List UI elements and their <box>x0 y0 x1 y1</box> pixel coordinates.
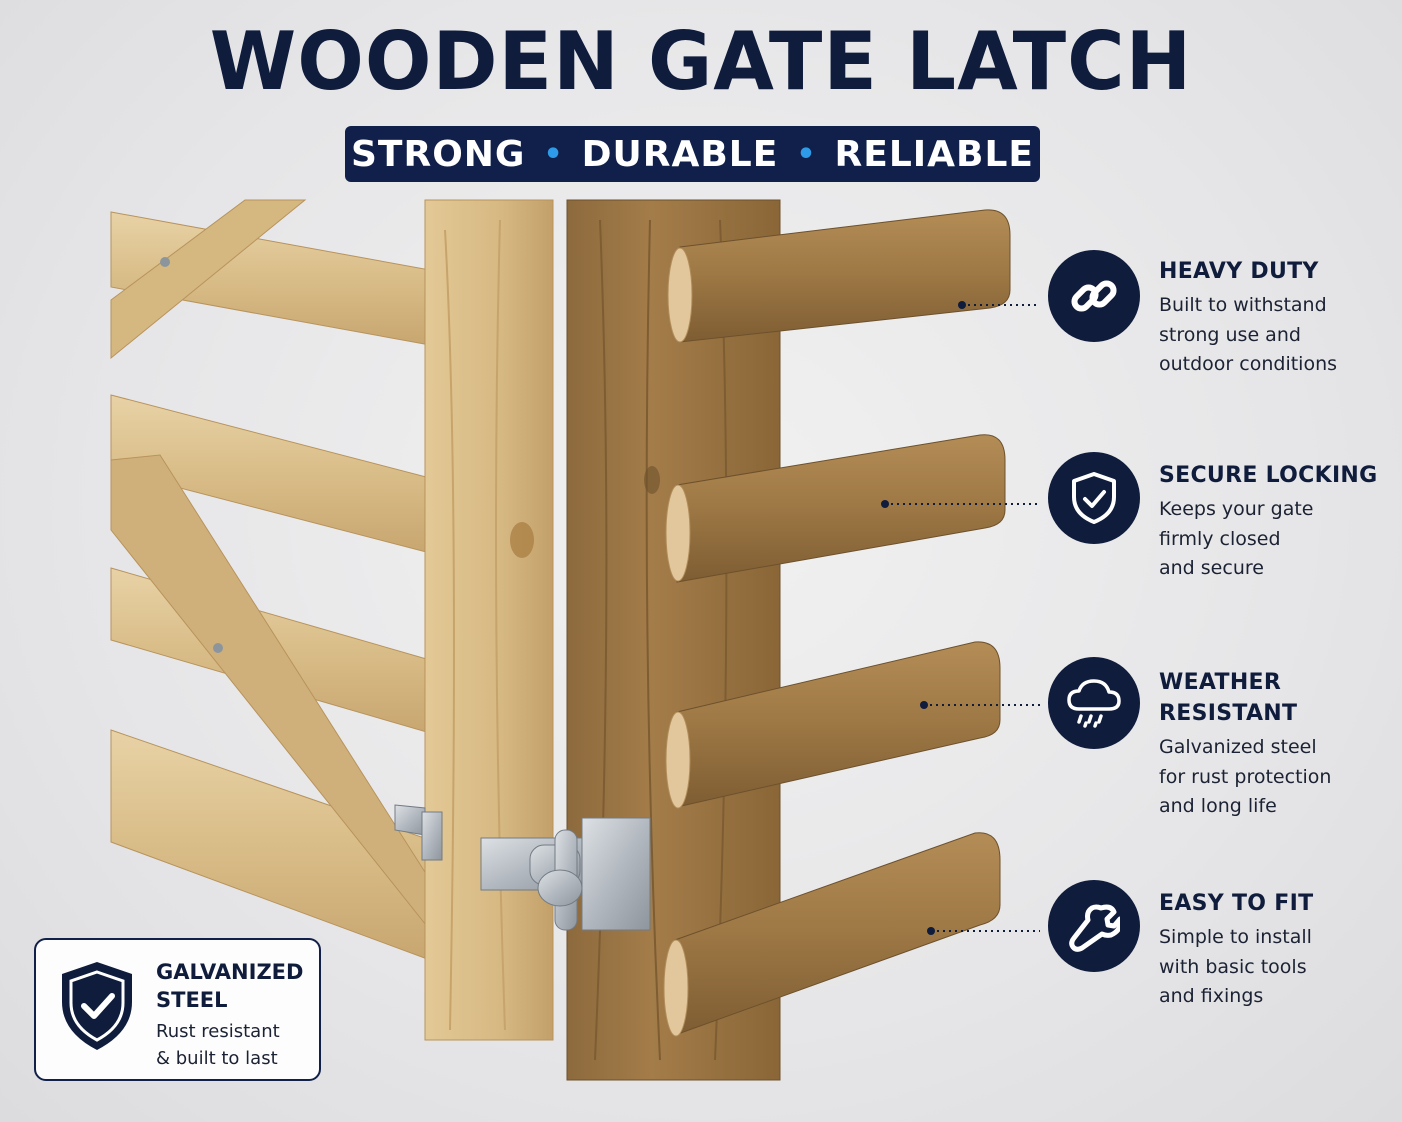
badge-line: Rust resistant <box>156 1021 280 1042</box>
feature-line: Simple to install <box>1159 926 1312 948</box>
feature-title-line: WEATHER <box>1159 670 1282 695</box>
feature-line: strong use and <box>1159 323 1301 346</box>
badge-title-line: GALVANIZED <box>156 960 304 984</box>
gate-rails <box>110 199 431 961</box>
badge-description: Rust resistant & built to last <box>156 1018 316 1072</box>
feature-description: Keeps your gate firmly closed and secure <box>1159 495 1399 584</box>
feature-line: with basic tools <box>1159 955 1307 978</box>
feature-line: Keeps your gate <box>1159 498 1314 520</box>
tagline-word-reliable: RELIABLE <box>834 133 1035 175</box>
feature-line: Built to withstand <box>1159 294 1327 316</box>
feature-title: EASY TO FIT <box>1159 891 1314 916</box>
fence-rails <box>663 209 1011 1037</box>
galvanized-latch <box>394 804 651 931</box>
feature-line: and long life <box>1159 795 1277 817</box>
feature-description: Galvanized steel for rust protection and… <box>1159 733 1399 822</box>
chain-link-icon <box>1048 250 1140 342</box>
shield-check-icon <box>56 958 138 1058</box>
tagline-word-durable: DURABLE <box>581 133 779 175</box>
feature-title-line: RESISTANT <box>1159 701 1298 726</box>
feature-description: Built to withstand strong use and outdoo… <box>1159 291 1399 380</box>
feature-line: firmly closed <box>1159 527 1281 550</box>
feature-line: Galvanized steel <box>1159 736 1317 758</box>
feature-line: for rust protection <box>1159 765 1332 788</box>
wrench-icon <box>1048 880 1140 972</box>
feature-title: HEAVY DUTY <box>1159 259 1319 284</box>
tagline-separator-dot: • <box>543 136 564 172</box>
cloud-rain-icon <box>1048 657 1140 749</box>
feature-title: SECURE LOCKING <box>1159 463 1378 488</box>
tagline-separator-dot: • <box>796 136 817 172</box>
badge-title: GALVANIZED STEEL <box>156 958 316 1014</box>
badge-line: & built to last <box>156 1048 278 1069</box>
shield-check-icon <box>1048 452 1140 544</box>
feature-line: outdoor conditions <box>1159 353 1338 375</box>
tagline-word-strong: STRONG <box>350 133 526 175</box>
feature-description: Simple to install with basic tools and f… <box>1159 923 1399 1012</box>
badge-title-line: STEEL <box>156 988 228 1012</box>
tagline-banner: STRONG • DURABLE • RELIABLE <box>345 126 1040 182</box>
page-title: WOODEN GATE LATCH <box>209 15 1193 108</box>
gate-stile <box>424 199 554 1041</box>
feature-title: WEATHER RESISTANT <box>1159 667 1399 729</box>
callout-leaders <box>881 301 1040 935</box>
feature-line: and secure <box>1159 557 1264 579</box>
galvanized-steel-badge: GALVANIZED STEEL Rust resistant & built … <box>34 938 321 1081</box>
feature-line: and fixings <box>1159 985 1264 1007</box>
